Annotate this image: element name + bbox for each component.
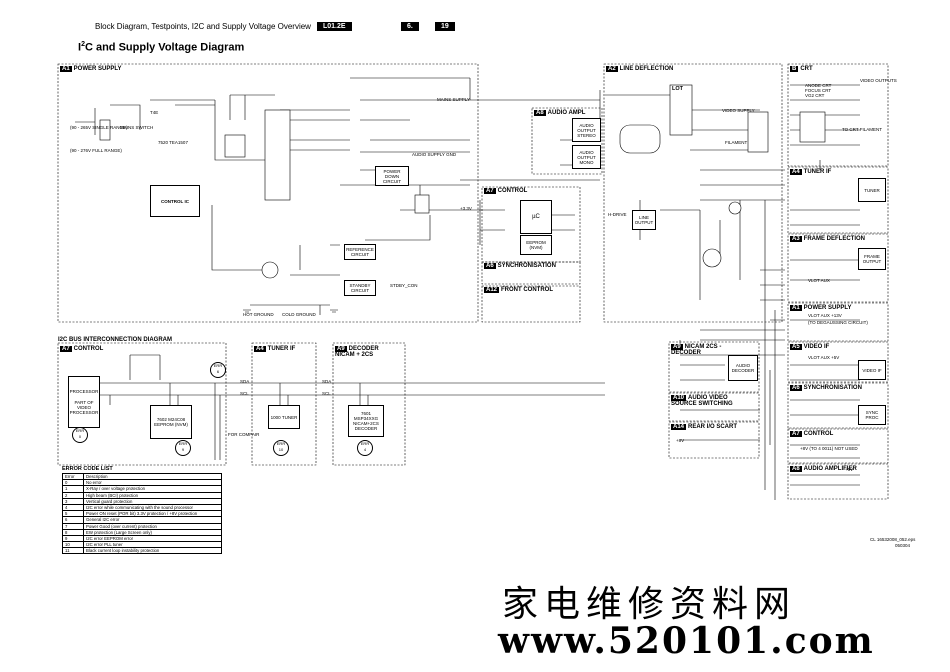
header-code: L01.2E bbox=[317, 22, 352, 31]
audio-out-mono-block: AUDIO OUTPUT MONO bbox=[572, 145, 601, 169]
header-section: 6. bbox=[401, 22, 419, 31]
audio-gnd-label: AUDIO SUPPLY GND bbox=[412, 152, 457, 157]
video-outputs-label: VIDEO OUTPUTS bbox=[860, 78, 897, 83]
filament-label: FILAMENT bbox=[725, 140, 748, 145]
tuner-chip-block: 1000 TUNER bbox=[268, 405, 300, 429]
video-if-block: VIDEO IF bbox=[858, 360, 886, 380]
figure-ref: CL 16532008_052.eps bbox=[870, 537, 916, 542]
error-list-title: ERROR CODE LIST bbox=[62, 466, 113, 472]
fuse-label: T4E bbox=[150, 110, 159, 115]
error-description-cell: Black current loop instability protectio… bbox=[83, 547, 222, 555]
plus8v-label: +8V bbox=[676, 438, 685, 443]
figure-date: 050304 bbox=[895, 543, 911, 548]
stdby-con-label: STDBY_CON bbox=[390, 283, 418, 288]
watermark-cn: 家电维修资料网 bbox=[502, 584, 797, 625]
header-page: 19 bbox=[435, 22, 455, 31]
h-drive-label: H-DRIVE bbox=[608, 212, 627, 217]
header-title: Block Diagram, Testpoints, I2C and Suppl… bbox=[95, 22, 311, 31]
vlot-aux-5v-label: VLOT AUX +5V bbox=[808, 355, 840, 360]
i2c-diagram-title: I2C BUS INTERCONNECTION DIAGRAM bbox=[58, 337, 173, 343]
range-single-label: (90 - 265V SINGLE RANGE) bbox=[70, 125, 128, 130]
tuner-block: TUNER bbox=[858, 178, 886, 202]
range-full-label: (90 - 276V FULL RANGE) bbox=[70, 148, 122, 153]
audio-out-stereo-block: AUDIO OUTPUT STEREO bbox=[572, 118, 601, 142]
sda-line-label: SDA bbox=[322, 379, 332, 384]
decoder-chip-block: 7601 MSP34XXG NICAM+2CS DECODER bbox=[348, 405, 384, 437]
cold-ground-label: COLD GROUND bbox=[282, 312, 316, 317]
plus5v-label: +5V bbox=[845, 467, 854, 472]
error-code-cell: 11 bbox=[62, 547, 84, 555]
to-crt-filament-label: TO CRT FILAMENT bbox=[842, 127, 883, 132]
eeprom-block: EEPROM (NVM) bbox=[520, 235, 552, 255]
for-compair-label: FOR COMPAIR bbox=[228, 432, 260, 437]
standby-circuit-block: STANDBY CIRCUIT bbox=[344, 280, 376, 296]
microcontroller-block: µC bbox=[520, 200, 552, 234]
focus-crt-label: FOCUS CRT bbox=[805, 88, 832, 93]
to-degaussing-label: (TO DEGAUSSING CIRCUIT) bbox=[808, 320, 868, 325]
eeprom-chip-block: 7602 M24C08 EEPROM (NVM) bbox=[150, 405, 192, 439]
anode-crt-label: ANODE CRT bbox=[805, 83, 832, 88]
tea-label: 7520 TEA1507 bbox=[158, 140, 188, 145]
lot-label: LOT bbox=[672, 86, 683, 92]
frame-output-block: FRAME OUTPUT bbox=[858, 248, 886, 270]
vlot-aux-13v-label: VLOT AUX +13V bbox=[808, 313, 842, 318]
g2-crt-label: VG2 CRT bbox=[805, 93, 825, 98]
control-ic-block: CONTROL IC bbox=[150, 185, 200, 217]
sda-line-label-2: SDA bbox=[240, 379, 250, 384]
audio-decoder-block: AUDIO DECODER bbox=[728, 355, 758, 381]
line-output-block: LINE OUTPUT bbox=[632, 210, 656, 230]
plus33v-label: +3.3V bbox=[460, 206, 472, 211]
hot-ground-label: HOT GROUND bbox=[243, 312, 274, 317]
not-used-label: +8V (TO 4 0011) NOT USED bbox=[800, 446, 858, 451]
watermark-url: www.520101.com bbox=[498, 620, 875, 662]
scl-line-label: SCL bbox=[322, 391, 331, 396]
mains-switch-label: MAINS SWITCH bbox=[120, 125, 154, 130]
power-down-block: POWER DOWN CIRCUIT bbox=[375, 166, 409, 186]
sync-proc-block: SYNC PROC bbox=[858, 405, 886, 425]
vlot-aux-label: VLOT AUX bbox=[808, 278, 830, 283]
mains-supply-label: MAINS SUPPLY bbox=[437, 97, 470, 102]
reference-circuit-block: REFERENCE CIRCUIT bbox=[344, 244, 376, 260]
scl-line-label-2: SCL bbox=[240, 391, 249, 396]
video-supply-label: VIDEO SUPPLY bbox=[722, 108, 755, 113]
page-title: I2C and Supply Voltage Diagram bbox=[78, 41, 245, 54]
